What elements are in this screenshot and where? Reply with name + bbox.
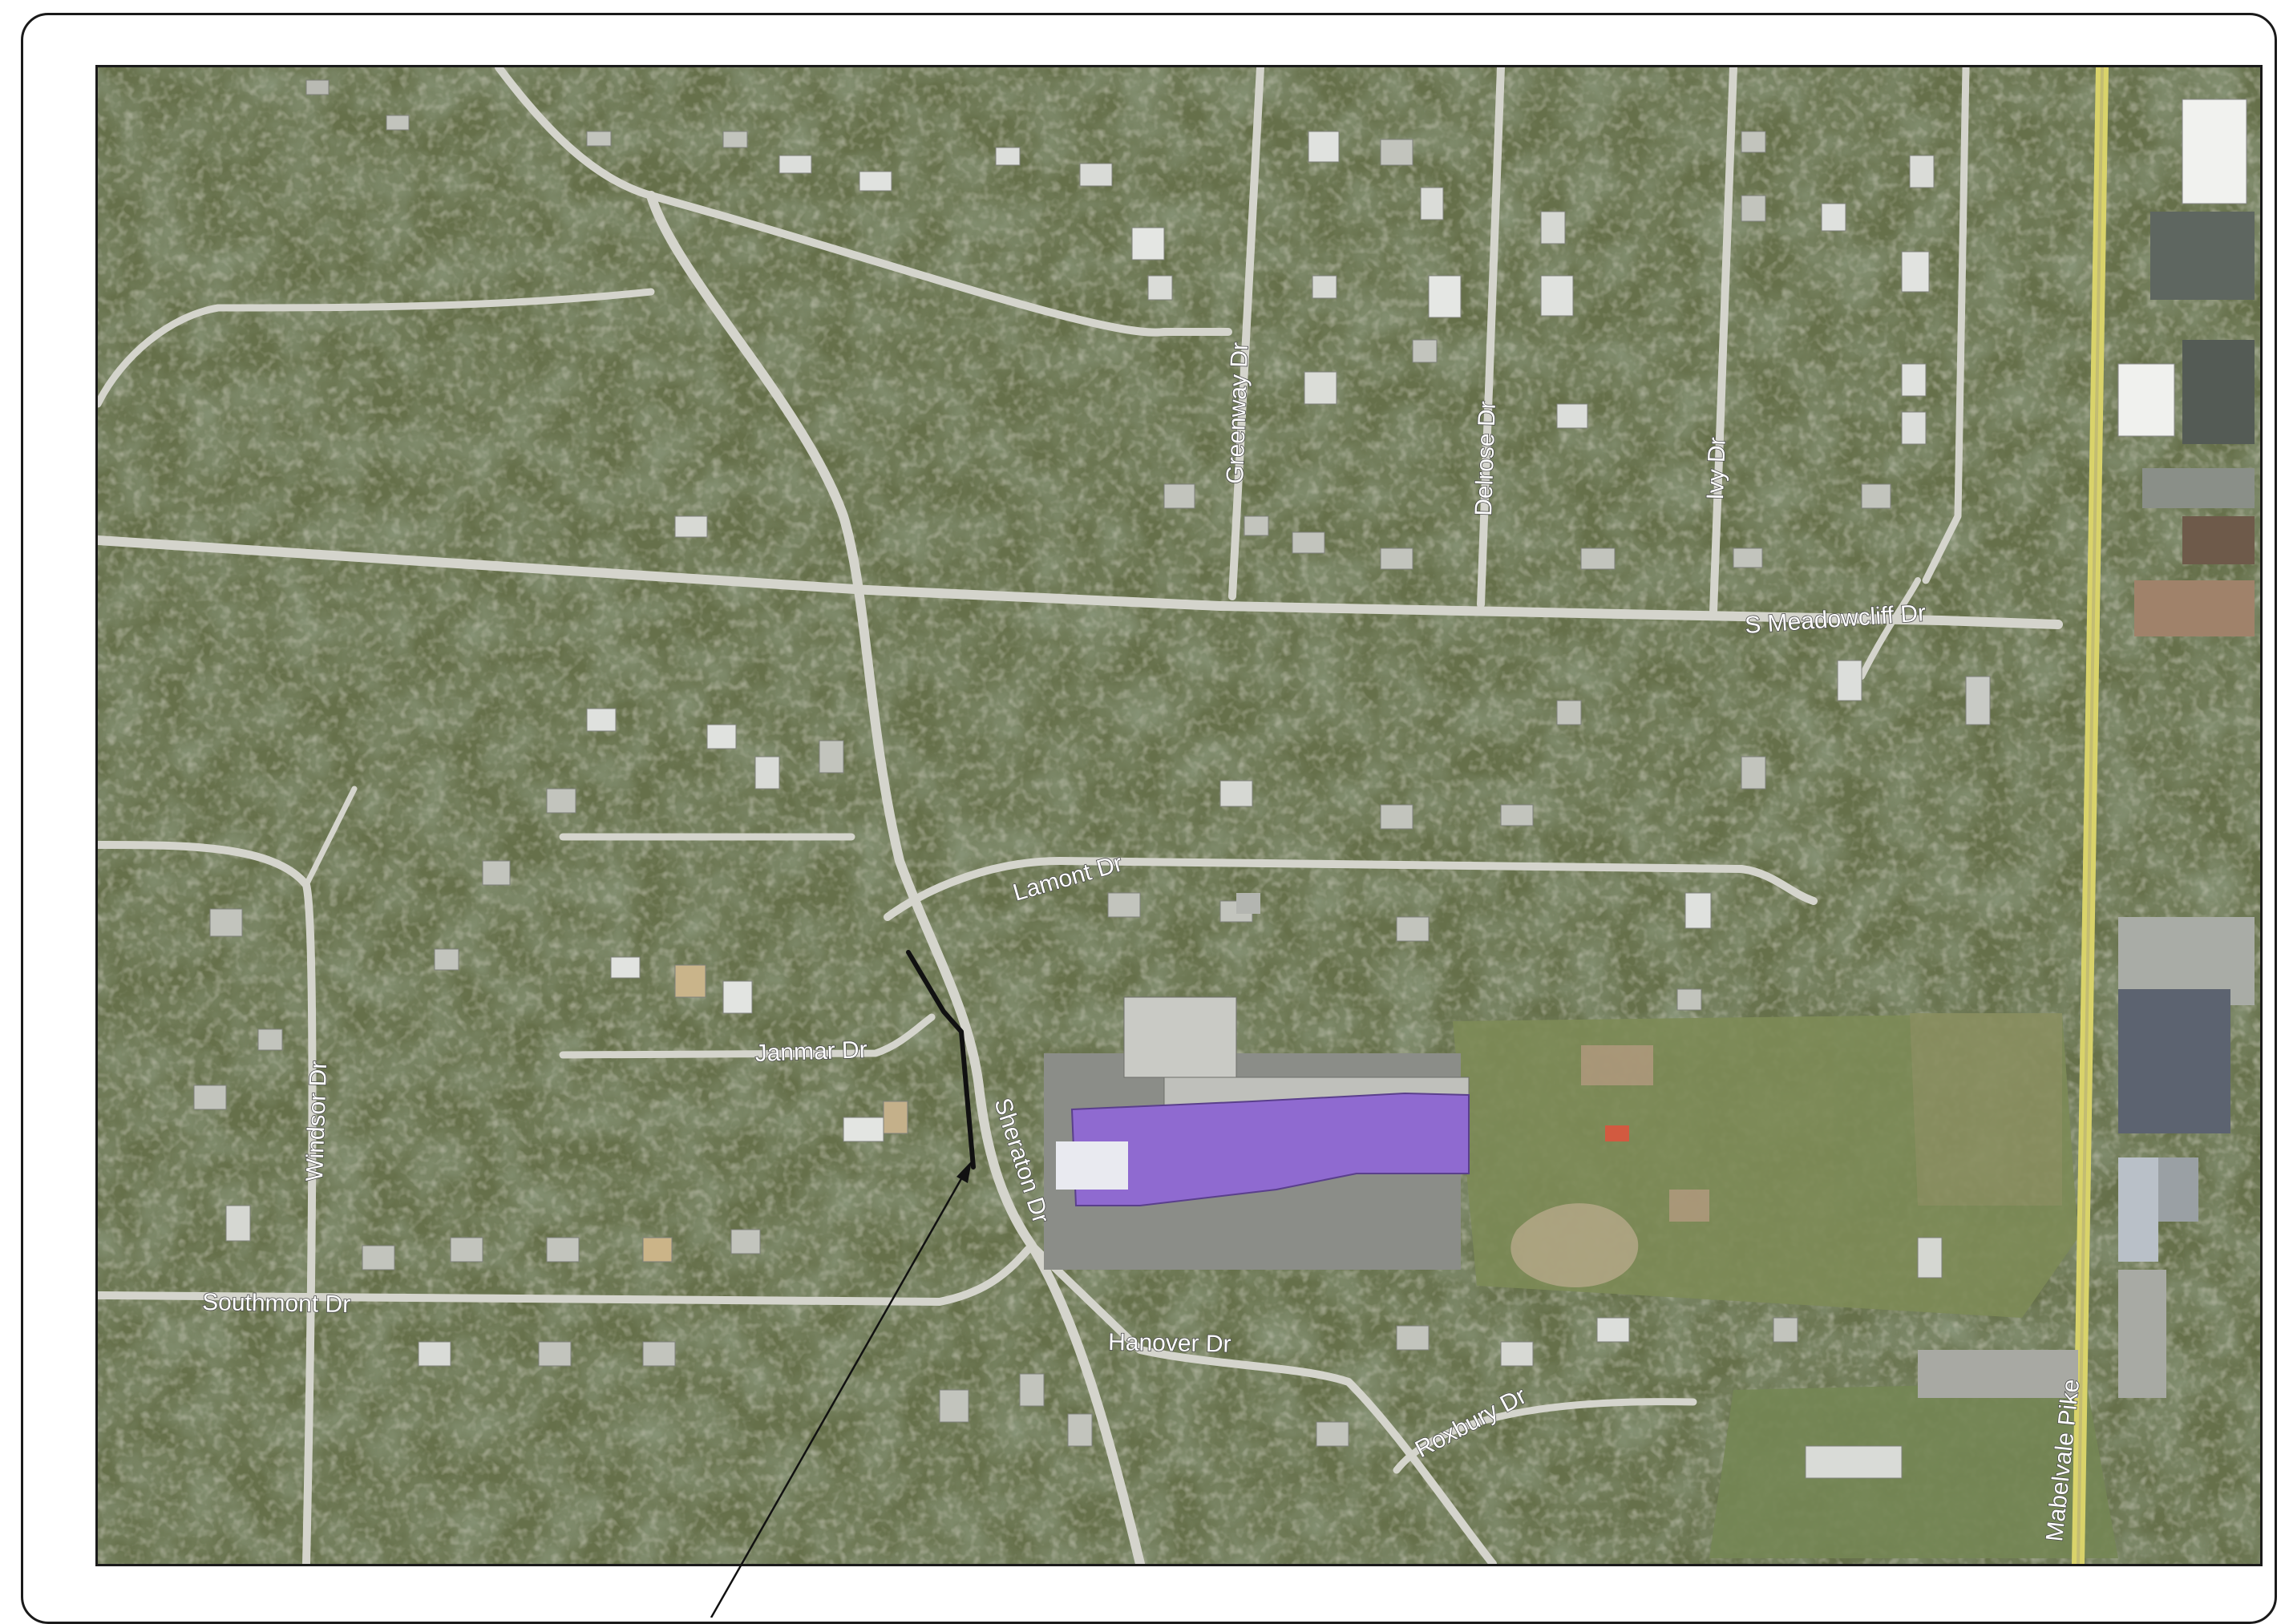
road-windsor xyxy=(98,841,317,1564)
play-area-3 xyxy=(1669,1190,1709,1222)
road-s-meadowcliff xyxy=(98,535,2063,629)
house-rooftops xyxy=(193,79,1991,1479)
road-upper-curve xyxy=(495,67,1232,337)
road-left-loop xyxy=(98,288,655,408)
label-janmar: Janmar Dr xyxy=(754,1036,867,1067)
label-hanover: Hanover Dr xyxy=(1108,1329,1231,1358)
road-east-spur xyxy=(1858,577,1921,680)
school-purple-roof xyxy=(1070,1092,1470,1206)
label-greenway: Greenway Dr xyxy=(1222,341,1253,484)
label-windsor: Windsor Dr xyxy=(301,1060,332,1182)
aerial-map[interactable]: Greenway Dr Delrose Dr Ivy Dr S Meadowcl… xyxy=(95,65,2263,1566)
label-delrose: Delrose Dr xyxy=(1470,401,1501,516)
school-complex xyxy=(1044,996,1709,1287)
road-windsor-branch xyxy=(303,786,358,888)
road-sheraton xyxy=(646,191,1145,1564)
road-ivy xyxy=(1709,67,1737,616)
road-hanover xyxy=(1028,1242,1497,1564)
school-annex xyxy=(1123,996,1237,1078)
commercial-buildings xyxy=(1236,99,2255,1398)
road-mabelvale-pike-edge xyxy=(2077,67,2104,1564)
label-ivy: Ivy Dr xyxy=(1702,437,1731,500)
play-area-2 xyxy=(1605,1125,1629,1141)
play-area-1 xyxy=(1581,1045,1653,1085)
road-delrose xyxy=(1477,67,1505,608)
label-southmont: Southmont Dr xyxy=(202,1289,351,1318)
school-white-wing xyxy=(1056,1141,1128,1190)
road-janmar xyxy=(559,1013,936,1059)
road-east-street xyxy=(1922,67,1970,584)
road-network xyxy=(98,67,2063,1564)
project-alignment-line xyxy=(906,950,976,1170)
road-lamont xyxy=(884,857,1818,921)
playground-track xyxy=(1510,1203,1639,1287)
road-roxbury xyxy=(1393,1398,1697,1474)
speckle-texture xyxy=(98,67,2260,1564)
road-greenway xyxy=(1228,67,1264,600)
